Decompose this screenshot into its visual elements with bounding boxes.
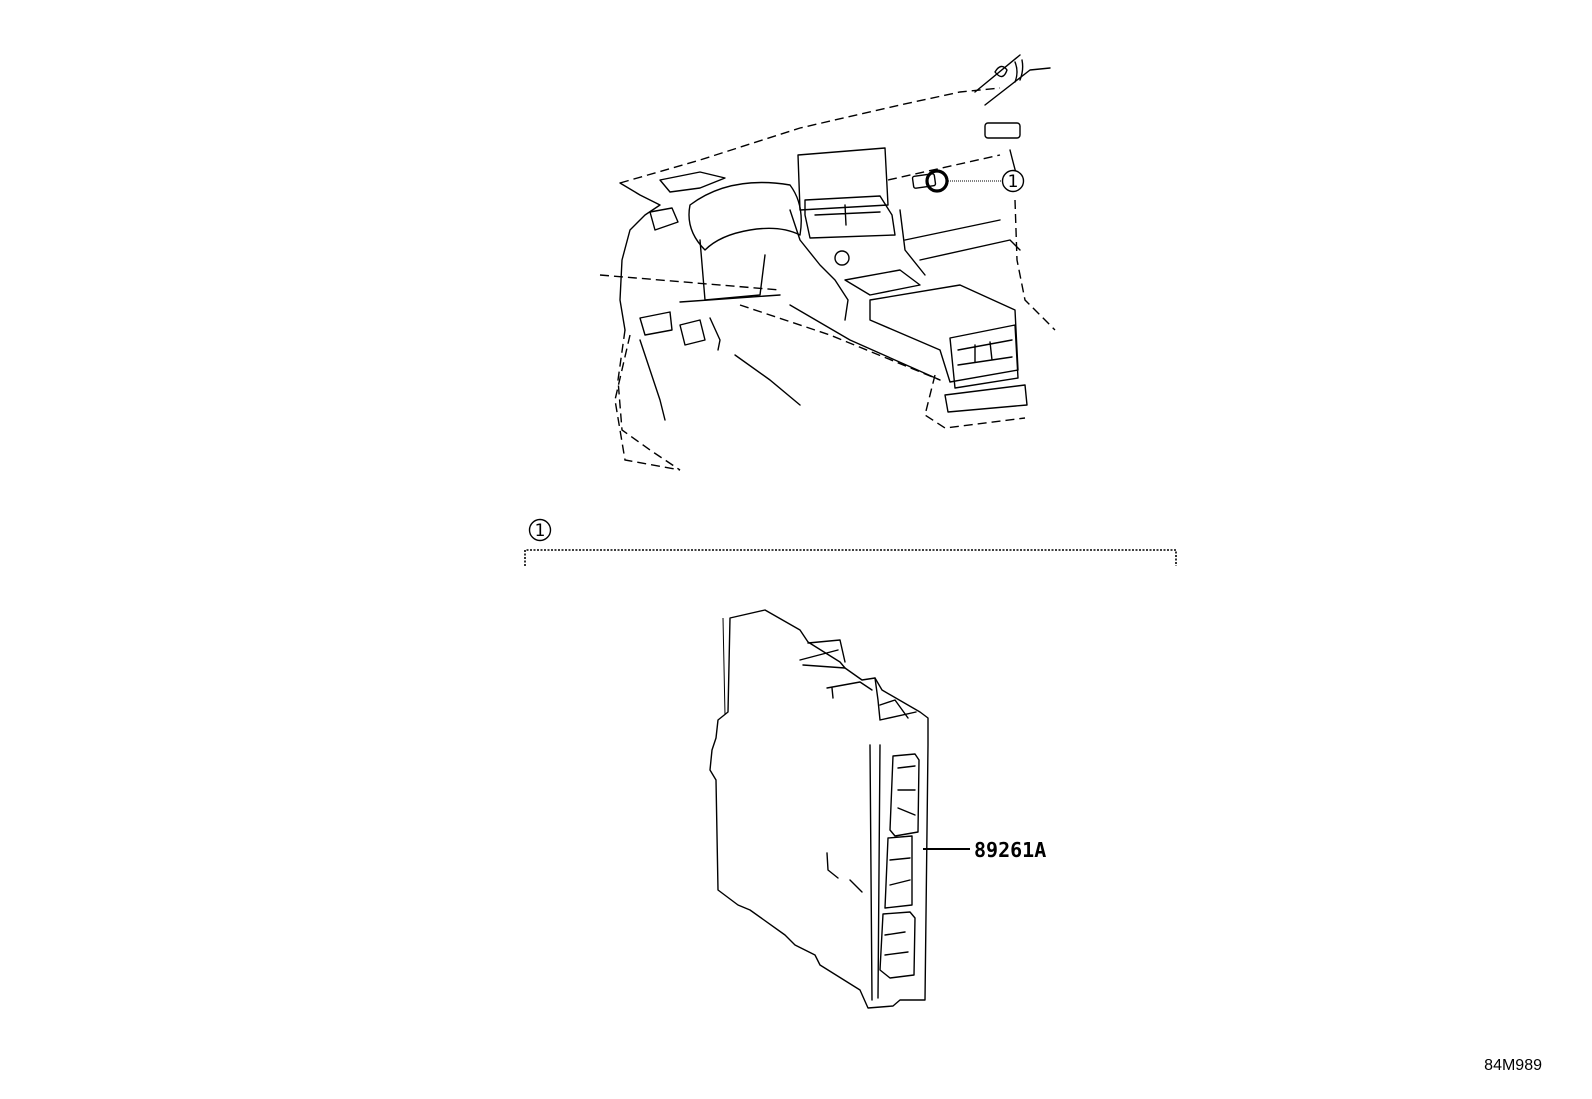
svg-text:1: 1 xyxy=(1008,172,1019,192)
dashboard-illustration: 1 xyxy=(599,54,1056,471)
svg-text:1: 1 xyxy=(535,521,546,541)
location-marker-icon xyxy=(925,169,949,193)
detail-group-bracket: 1 xyxy=(524,518,1177,566)
callout-1-overview: 1 xyxy=(1001,169,1025,193)
figure-code: 84M989 xyxy=(1484,1057,1542,1074)
part-number-label: 89261A xyxy=(974,838,1046,862)
control-module-illustration xyxy=(709,609,929,1009)
